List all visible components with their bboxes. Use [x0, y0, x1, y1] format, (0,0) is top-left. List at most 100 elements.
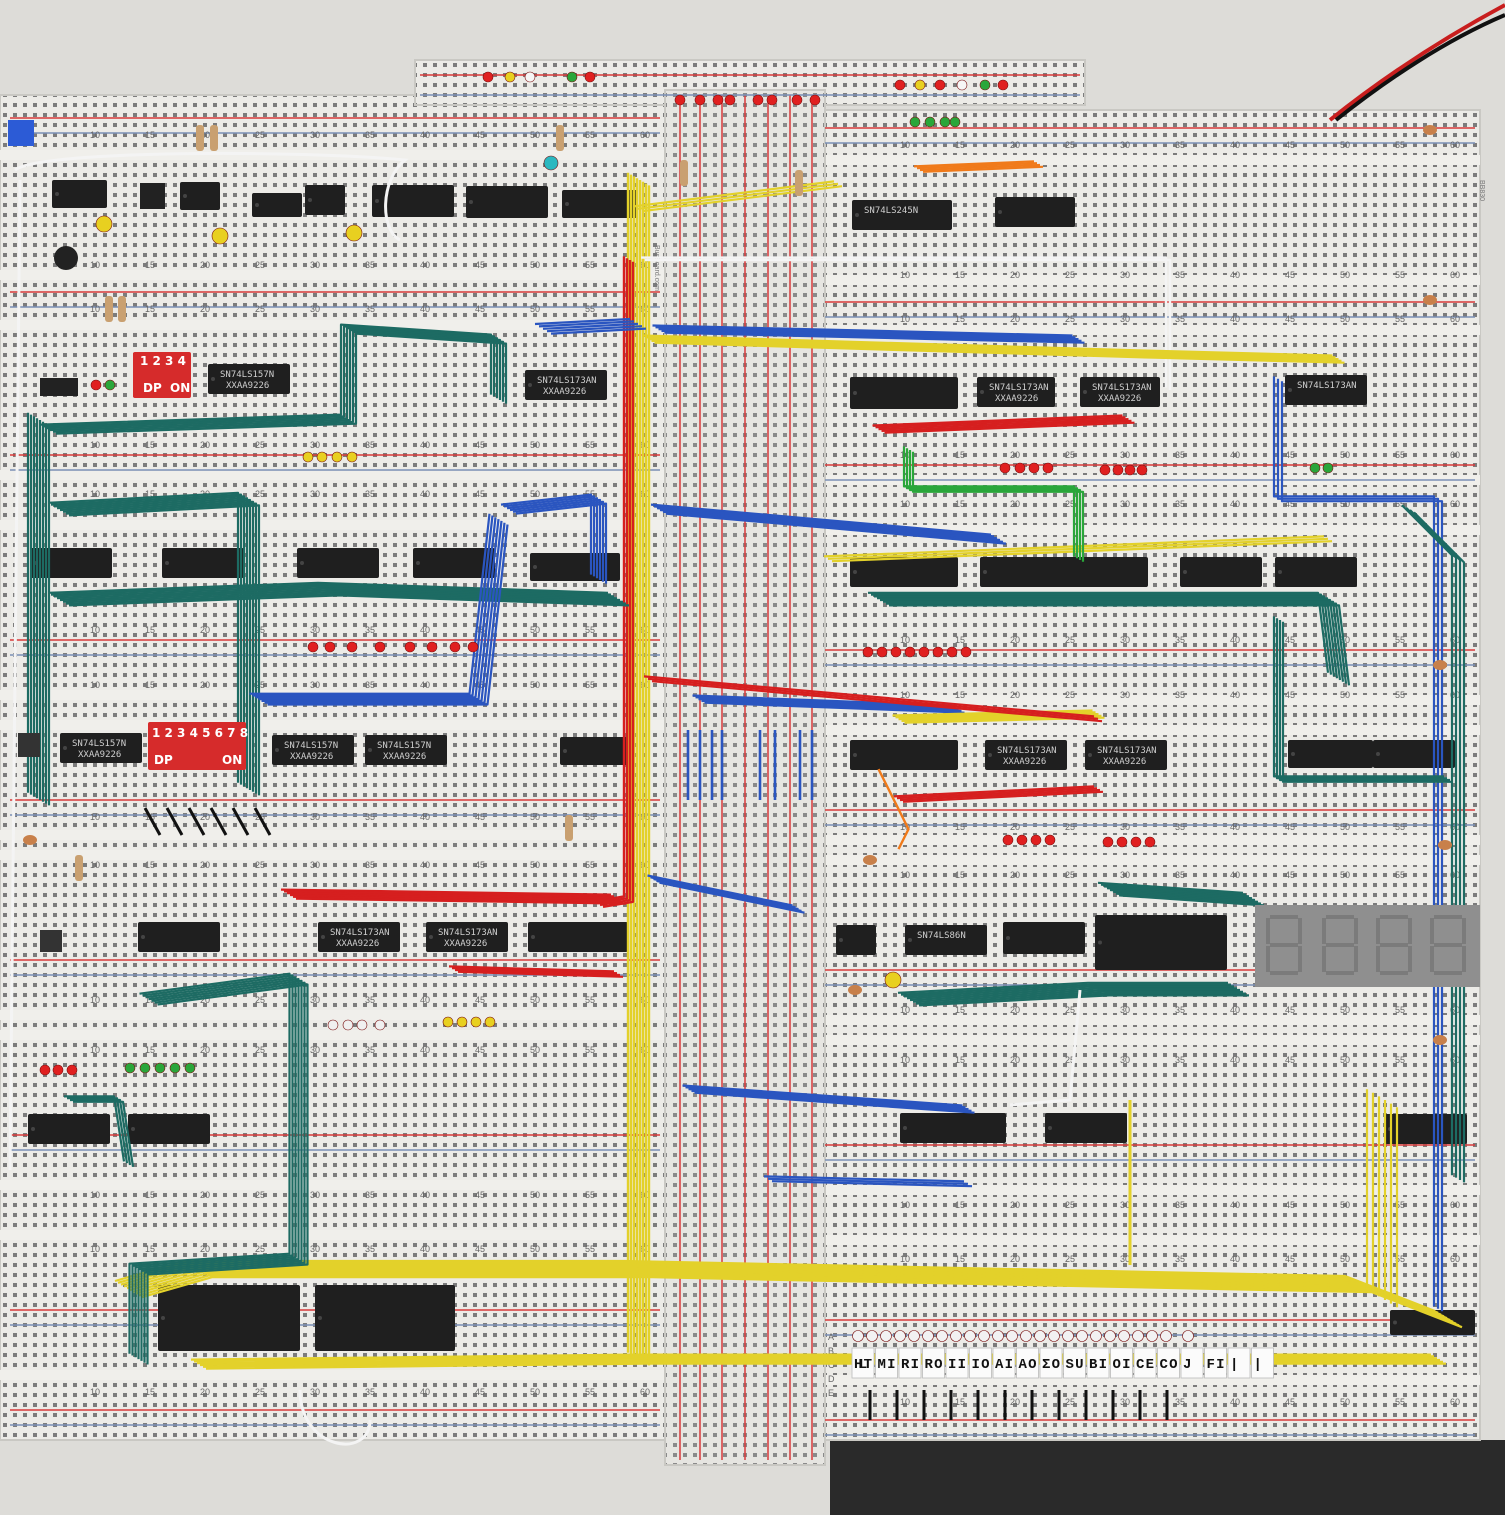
led: [584, 71, 596, 83]
chip-batch: XXAA9226: [1003, 757, 1046, 767]
row-number: 40: [420, 995, 430, 1005]
wire: [64, 1095, 126, 1162]
row-number: 40: [1230, 1005, 1240, 1015]
row-number: 10: [900, 690, 910, 700]
row-number: 55: [1395, 1200, 1405, 1210]
row-number: 20: [1010, 1254, 1020, 1264]
row-number: 30: [1120, 270, 1130, 280]
row-number: 50: [530, 625, 540, 635]
led: [154, 1062, 166, 1074]
power-wire-black: [1334, 13, 1505, 122]
led: [211, 227, 229, 245]
row-number: 20: [200, 1045, 210, 1055]
dip-switch-8[interactable]: 1 2 3 4 5 6 7 8 DP ON: [148, 722, 248, 770]
row-number: 10: [900, 1005, 910, 1015]
chip-batch: XXAA9226: [226, 381, 269, 391]
chip-marking: SN74LS157N: [284, 741, 338, 751]
segment: [1434, 915, 1462, 919]
led: [104, 379, 116, 391]
chip-notch: [1048, 1126, 1052, 1130]
chip-notch: [1288, 388, 1292, 392]
row-number: 55: [585, 995, 595, 1005]
led: [908, 1330, 920, 1342]
wire: [289, 893, 621, 902]
row-number: 60: [1450, 1200, 1460, 1210]
row-number: 40: [420, 680, 430, 690]
led: [524, 71, 536, 83]
row-number: 25: [255, 440, 265, 450]
row-number: 45: [475, 130, 485, 140]
row-number: 40: [1230, 270, 1240, 280]
row-number: 30: [310, 1244, 320, 1254]
row-number: 25: [255, 1190, 265, 1200]
chip-marking: SN74LS173AN: [1097, 746, 1157, 756]
board-band: [0, 1180, 665, 1190]
board-band: [820, 1375, 1480, 1385]
wire: [653, 878, 799, 911]
resistor: [565, 815, 573, 841]
wire: [59, 588, 621, 602]
wire: [209, 807, 228, 836]
column-letter: B: [828, 1346, 834, 1356]
dip-switch-4[interactable]: 1 2 3 4 DP ON: [133, 352, 191, 398]
led: [918, 646, 930, 658]
row-number: 15: [145, 260, 155, 270]
row-number: 10: [900, 1055, 910, 1065]
led: [932, 646, 944, 658]
chip-notch: [988, 753, 992, 757]
led: [1048, 1330, 1060, 1342]
chip-body: [180, 182, 220, 210]
wire: [454, 968, 621, 977]
chip-notch: [275, 748, 279, 752]
chip-body: [560, 737, 630, 765]
wire: [56, 587, 618, 600]
dip-switch-4-dp: DP: [143, 381, 162, 395]
wire: [1276, 378, 1440, 1309]
row-number: 40: [420, 1244, 430, 1254]
wire: [771, 1180, 973, 1188]
row-number: 40: [420, 130, 430, 140]
wire: [1272, 376, 1436, 1307]
led: [880, 1330, 892, 1342]
segment: [1354, 946, 1358, 972]
row-number: 35: [1175, 870, 1185, 880]
row-number: 20: [200, 680, 210, 690]
wire: [448, 965, 615, 973]
row-number: 15: [145, 304, 155, 314]
row-number: 35: [365, 860, 375, 870]
led: [999, 462, 1011, 474]
chip-body: [252, 193, 302, 217]
row-number: 50: [1340, 822, 1350, 832]
signal-tag: [1157, 1347, 1180, 1379]
wire: [143, 981, 306, 1363]
wire: [165, 807, 184, 836]
logic-chip: [995, 197, 1075, 227]
wire: [55, 332, 508, 435]
row-number: 20: [1010, 499, 1020, 509]
wire: [653, 505, 995, 538]
wire: [546, 325, 643, 333]
signal-tag: [1110, 1347, 1133, 1379]
led: [1028, 462, 1040, 474]
segment: [1430, 946, 1434, 972]
chip-body: [52, 180, 107, 208]
row-number: 10: [90, 130, 100, 140]
led: [1132, 1330, 1144, 1342]
row-number: 10: [900, 1397, 910, 1407]
led: [904, 646, 916, 658]
wire: [701, 699, 962, 712]
row-number: 20: [1010, 1200, 1020, 1210]
wire: [892, 709, 1093, 717]
led: [1016, 834, 1028, 846]
logic-chip: [528, 922, 628, 952]
row-number: 45: [475, 1387, 485, 1397]
row-number: 35: [1175, 1200, 1185, 1210]
row-number: 25: [255, 1045, 265, 1055]
led: [1076, 1330, 1088, 1342]
row-number: 40: [1230, 690, 1240, 700]
led: [890, 646, 902, 658]
wire: [896, 787, 1098, 800]
chip-body: [1045, 1113, 1127, 1143]
wire: [913, 160, 1035, 168]
wire: [919, 163, 1041, 172]
